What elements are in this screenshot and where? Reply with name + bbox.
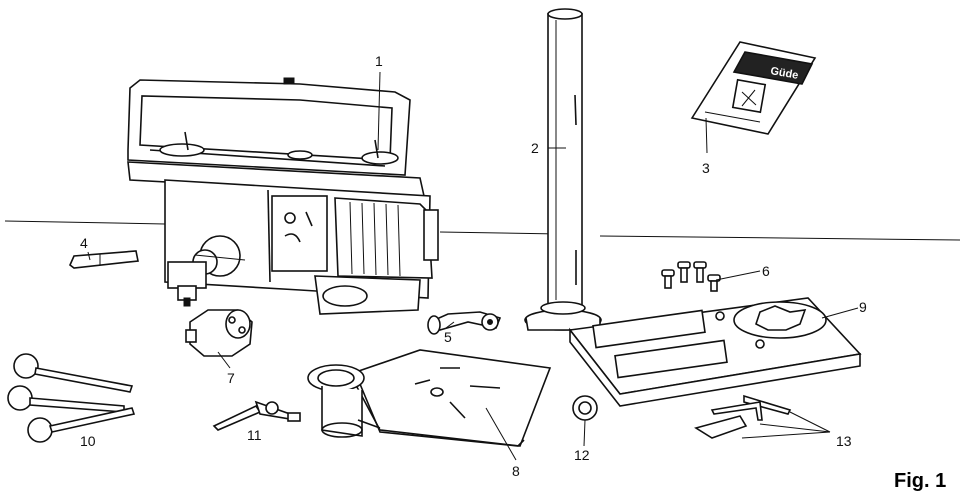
leader-1 — [377, 71, 381, 151]
manual-brand: Güde — [769, 65, 799, 82]
callout-8: 8 — [512, 463, 520, 479]
clamp-knob — [572, 395, 598, 421]
callout-2: 2 — [531, 140, 539, 156]
drill-table — [307, 349, 552, 447]
leader-8 — [485, 407, 517, 461]
depth-stop-rod — [212, 400, 301, 431]
callout-12: 12 — [574, 447, 590, 463]
callout-7: 7 — [227, 370, 235, 386]
callout-1: 1 — [375, 53, 383, 69]
callout-11: 11 — [247, 427, 262, 443]
instruction-manual: Güde — [690, 41, 817, 135]
bench-line — [4, 220, 961, 241]
callout-5: 5 — [444, 329, 452, 345]
column — [524, 8, 602, 331]
callout-13: 13 — [836, 433, 852, 449]
callout-9: 9 — [859, 299, 867, 315]
leader-4 — [87, 251, 91, 261]
leader-13 — [741, 411, 831, 439]
leader-5 — [445, 321, 455, 329]
drill-chuck — [185, 309, 253, 357]
taper-arbor — [69, 250, 139, 269]
figure-caption: Fig. 1 — [894, 470, 946, 492]
callout-6: 6 — [762, 263, 770, 279]
callout-4: 4 — [80, 235, 88, 251]
base-plate — [568, 297, 862, 407]
leader-12 — [583, 419, 586, 447]
callout-10: 10 — [80, 433, 96, 449]
leader-7 — [217, 351, 231, 369]
drill-head — [127, 77, 439, 315]
callout-3: 3 — [702, 160, 710, 176]
handle-hub — [427, 311, 502, 335]
leader-9 — [821, 307, 859, 319]
leader-6 — [715, 270, 761, 281]
leader-3 — [705, 117, 708, 154]
feed-handles — [7, 353, 136, 443]
bolts — [661, 261, 721, 292]
hex-keys — [694, 394, 792, 439]
